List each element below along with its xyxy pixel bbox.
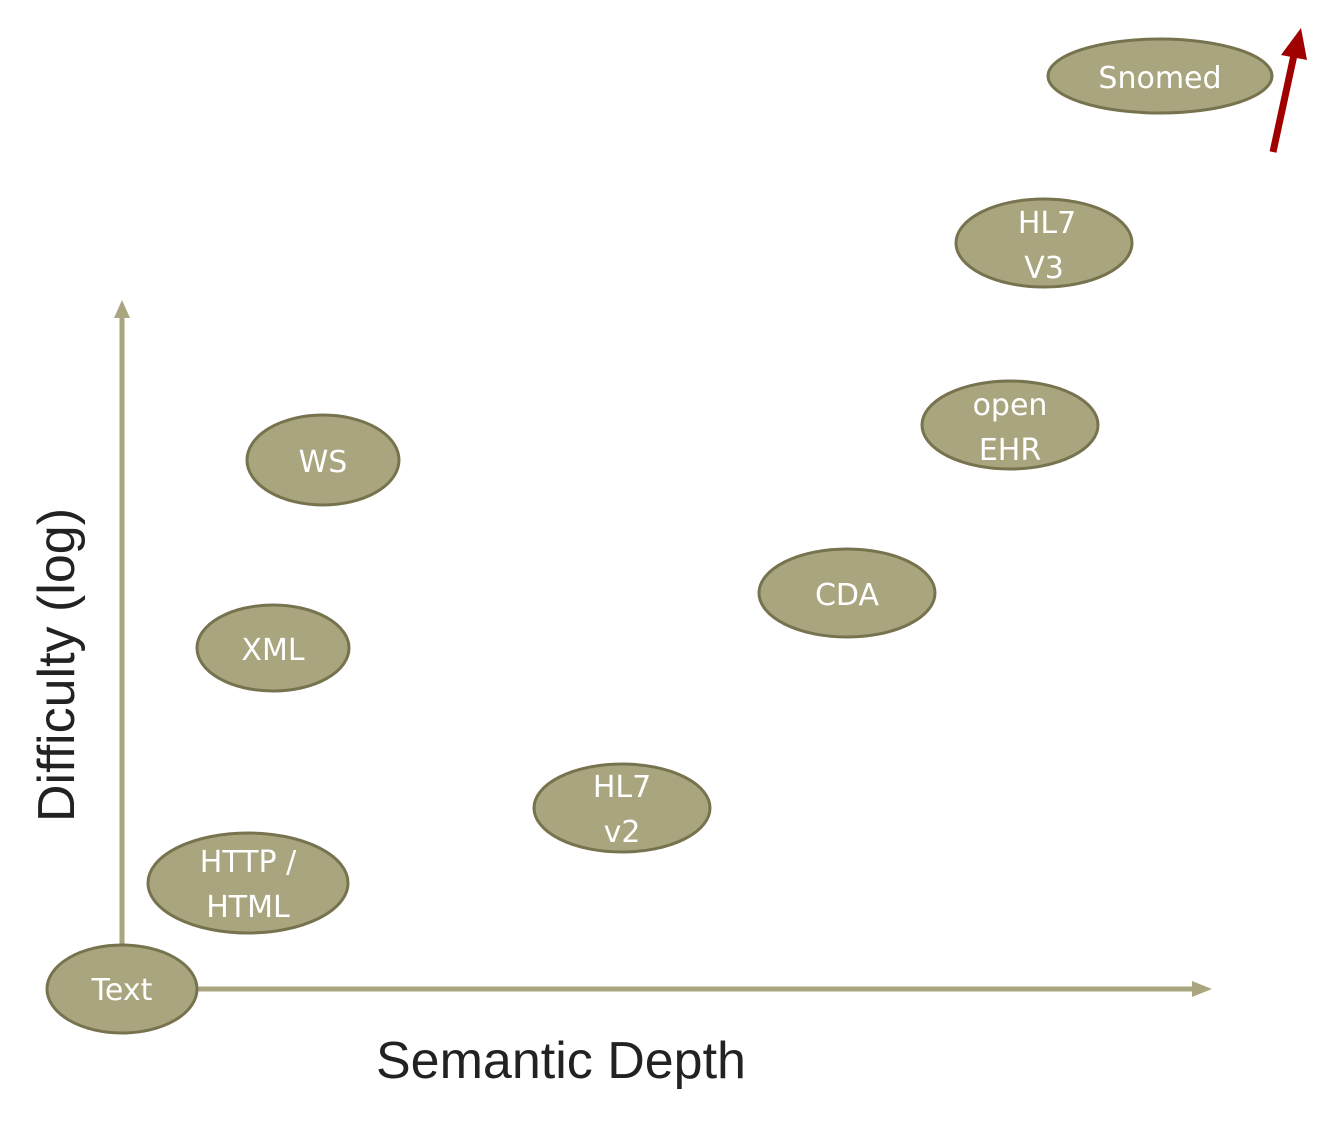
- svg-text:HL7: HL7: [593, 770, 651, 805]
- svg-text:Snomed: Snomed: [1098, 61, 1221, 96]
- node-http-html: HTTP / HTML: [146, 831, 350, 935]
- svg-text:CDA: CDA: [815, 578, 880, 613]
- node-cda: CDA: [757, 547, 937, 639]
- node-text: Text: [45, 943, 199, 1035]
- svg-text:HL7: HL7: [1018, 206, 1076, 241]
- node-hl7-v2: HL7 v2: [532, 762, 712, 854]
- svg-text:HTTP /: HTTP /: [200, 845, 297, 880]
- svg-text:open: open: [973, 388, 1048, 423]
- svg-text:WS: WS: [299, 445, 348, 480]
- node-ws: WS: [245, 413, 401, 507]
- svg-text:v2: v2: [604, 815, 641, 850]
- svg-text:XML: XML: [241, 633, 304, 668]
- x-axis-label: Semantic Depth: [376, 1032, 746, 1090]
- x-axis-arrowhead: [1192, 981, 1212, 997]
- node-hl7-v3: HL7 V3: [954, 197, 1134, 289]
- node-open-ehr: open EHR: [920, 379, 1100, 471]
- y-axis-arrowhead: [114, 300, 130, 318]
- svg-text:EHR: EHR: [979, 433, 1041, 468]
- svg-text:V3: V3: [1024, 251, 1064, 286]
- y-axis-label: Difficulty (log): [28, 508, 86, 822]
- svg-text:Text: Text: [91, 973, 153, 1008]
- node-snomed: Snomed: [1046, 37, 1274, 115]
- upward-trend-arrow-icon: [1269, 28, 1307, 153]
- svg-text:HTML: HTML: [206, 890, 290, 925]
- node-xml: XML: [195, 603, 351, 693]
